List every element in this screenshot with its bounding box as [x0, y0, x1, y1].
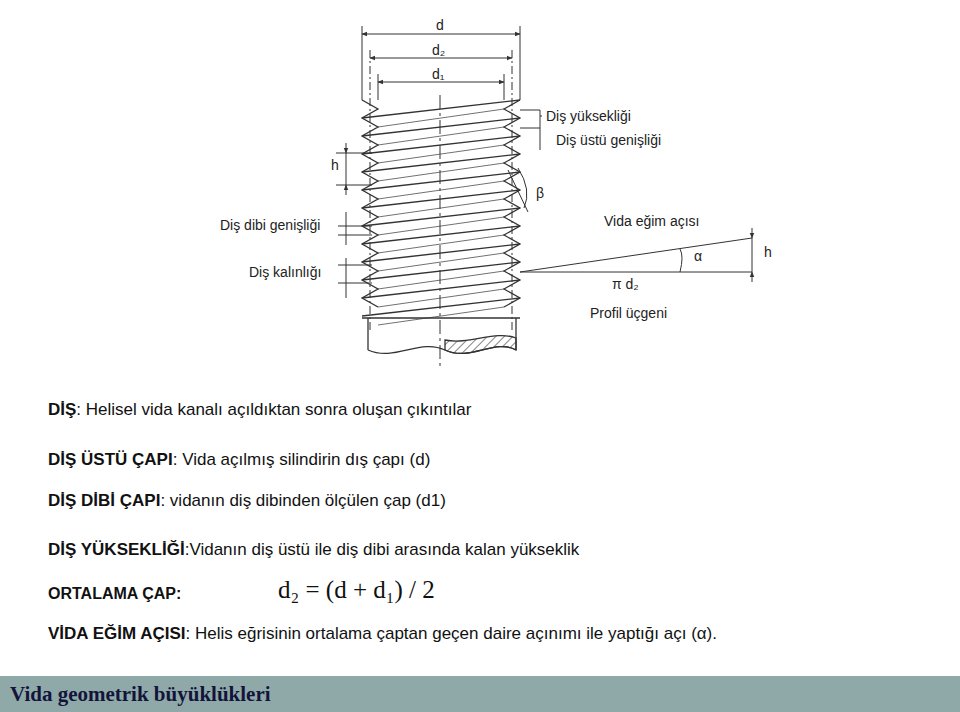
thread-stroke: [362, 208, 520, 226]
definition-line: DİŞ YÜKSEKLİĞİ:Vidanın diş üstü ile diş …: [48, 540, 579, 560]
footer-title: Vida geometrik büyüklükleri: [0, 682, 271, 706]
thread-stroke: [362, 100, 520, 118]
thread-stroke: [362, 190, 520, 208]
definition-line: DİŞ ÜSTÜ ÇAPI: Vida açılmış silindirin d…: [48, 450, 430, 470]
definition: : Vida açılmış silindirin dış çapı (d): [173, 450, 431, 469]
thread-stroke: [378, 127, 504, 145]
term: ORTALAMA ÇAP:: [48, 584, 181, 604]
thread-stroke: [362, 154, 520, 172]
definition: : vidanın diş dibinden ölçülen çap (d1): [160, 491, 445, 510]
part-label: h: [331, 157, 339, 173]
thread-stroke: [362, 226, 520, 244]
part-label: h: [764, 244, 772, 260]
definition: :Vidanın diş üstü ile diş dibi arasında …: [185, 540, 580, 559]
part-label: Profil üçgeni: [590, 305, 667, 321]
part-label: Diş yüksekliği: [546, 108, 631, 124]
definition-line: DİŞ DİBİ ÇAPI: vidanın diş dibinden ölçü…: [48, 491, 446, 511]
thread-stroke: [362, 118, 520, 136]
part-label: β: [536, 185, 544, 201]
thread-stroke: [362, 172, 520, 190]
thread-stroke: [362, 280, 520, 298]
term: DİŞ DİBİ ÇAPI: [48, 491, 160, 510]
thread-stroke: [378, 235, 504, 253]
thread-stroke: [362, 262, 520, 280]
term: DİŞ: [48, 400, 76, 419]
definition-line: VİDA EĞİM AÇISI: Helis eğrisinin ortalam…: [48, 624, 717, 644]
part-label: Diş kalınlığı: [249, 264, 321, 280]
thread-stroke: [362, 298, 520, 316]
part-label: α: [694, 248, 702, 264]
formula: d₂ = (d + d₁) / 2: [278, 576, 435, 604]
footer-band: Vida geometrik büyüklükleri: [0, 676, 960, 712]
part-label: Diş üstü genişliği: [556, 132, 661, 148]
thread-stroke: [378, 271, 504, 289]
part-label: d₁: [432, 66, 445, 82]
thread-stroke: [378, 181, 504, 199]
definition: : Helisel vida kanalı açıldıktan sonra o…: [76, 400, 471, 419]
definition: : Helis eğrisinin ortalama çaptan geçen …: [186, 624, 717, 643]
thread-profile: [504, 100, 520, 307]
term: VİDA EĞİM AÇISI: [48, 624, 186, 643]
part-label: π d₂: [612, 276, 639, 292]
thread-stroke: [378, 217, 504, 235]
thread-stroke: [362, 136, 520, 154]
thread-stroke: [362, 244, 520, 262]
part-label: Diş dibi genişliği: [220, 217, 320, 233]
thread-stroke: [378, 109, 504, 127]
part-label: Vida eğim açısı: [604, 213, 699, 229]
thread-stroke: [378, 289, 504, 307]
part-label: d₂: [432, 42, 445, 58]
part-label: d: [436, 17, 444, 33]
term: DİŞ ÜSTÜ ÇAPI: [48, 450, 173, 469]
thread-stroke: [378, 253, 504, 271]
term: DİŞ YÜKSEKLİĞİ: [48, 540, 185, 559]
definition-line: DİŞ: Helisel vida kanalı açıldıktan sonr…: [48, 400, 471, 420]
thread-profile: [362, 100, 378, 307]
thread-stroke: [378, 307, 504, 325]
thread-stroke: [378, 145, 504, 163]
thread-stroke: [378, 199, 504, 217]
thread-stroke: [378, 163, 504, 181]
